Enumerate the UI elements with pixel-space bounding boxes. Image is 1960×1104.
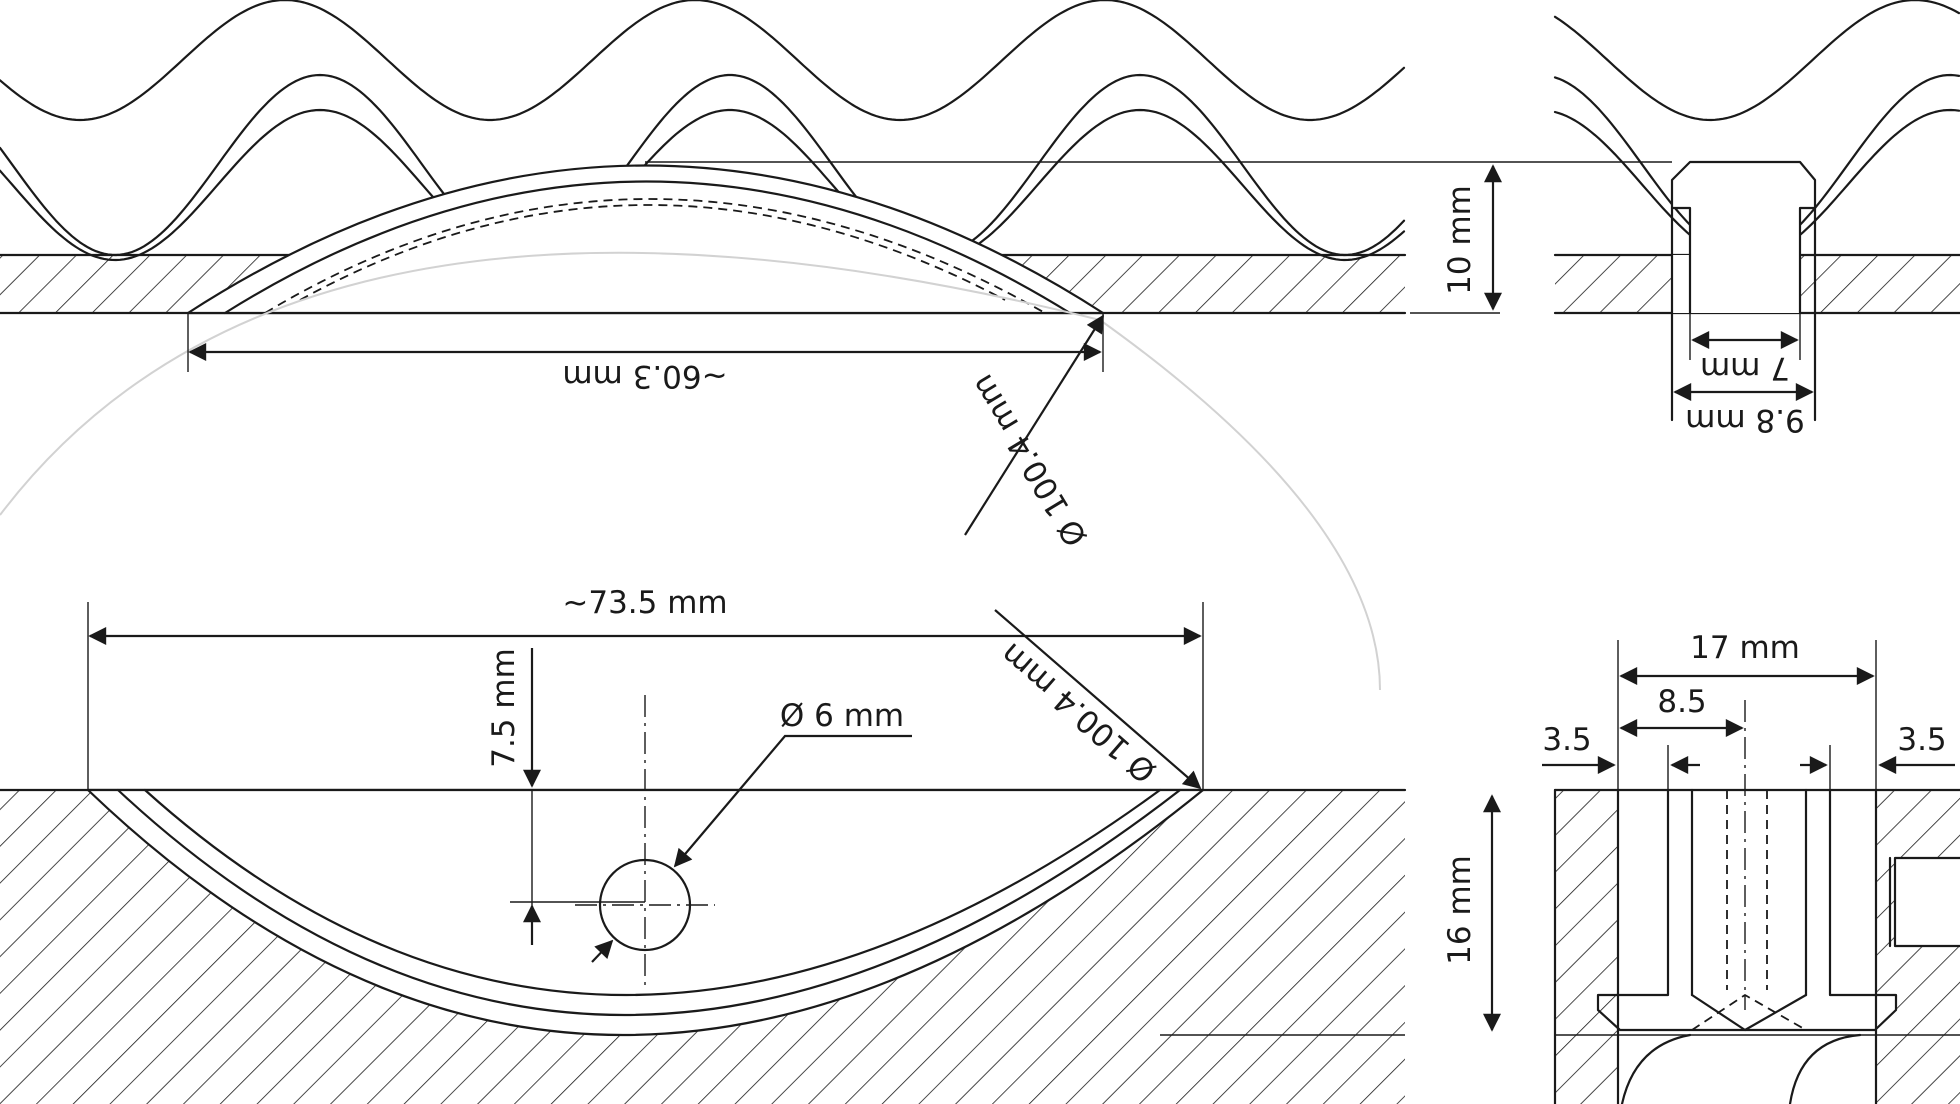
bottom-depth-label: 7.5 mm — [486, 648, 522, 768]
top-inner-width-label: 7 mm — [1700, 350, 1790, 386]
construction-circle — [0, 251, 1381, 691]
bottom-height-label: 16 mm — [1442, 855, 1478, 965]
bottom-chord-dimension: ~73.5 mm — [87, 585, 1204, 790]
top-biscuit — [186, 164, 1105, 315]
bottom-width-label: 17 mm — [1690, 630, 1800, 666]
top-wave-sheet — [0, 0, 1960, 262]
bottom-half-label: 8.5 — [1657, 684, 1706, 720]
dowel-hole: Ø 6 mm — [575, 695, 912, 990]
bottom-section-profile: 17 mm 8.5 3.5 3.5 — [1542, 630, 1960, 1104]
top-chord-dimension: ~60.3 mm — [187, 313, 1104, 394]
bottom-chord-label: ~73.5 mm — [562, 585, 727, 621]
top-outer-width-label: 9.8 mm — [1685, 402, 1805, 438]
bottom-right-wall-label: 3.5 — [1897, 722, 1946, 758]
top-diameter-label: Ø 100.4 mm — [964, 368, 1094, 552]
bottom-height-dimension: 16 mm — [1442, 794, 1501, 1032]
bottom-biscuit — [86, 788, 1205, 1036]
hole-diameter-label: Ø 6 mm — [780, 698, 904, 734]
top-chord-label: ~60.3 mm — [562, 358, 727, 394]
bottom-diameter-label: Ø 100.4 mm — [994, 636, 1163, 790]
bottom-left-wall-label: 3.5 — [1542, 722, 1591, 758]
bottom-depth-dimension: 7.5 mm — [486, 648, 645, 945]
top-height-dimension: 10 mm — [645, 161, 1672, 314]
top-height-label: 10 mm — [1442, 185, 1478, 295]
top-section-profile: 7 mm 9.8 mm — [1670, 160, 1817, 438]
